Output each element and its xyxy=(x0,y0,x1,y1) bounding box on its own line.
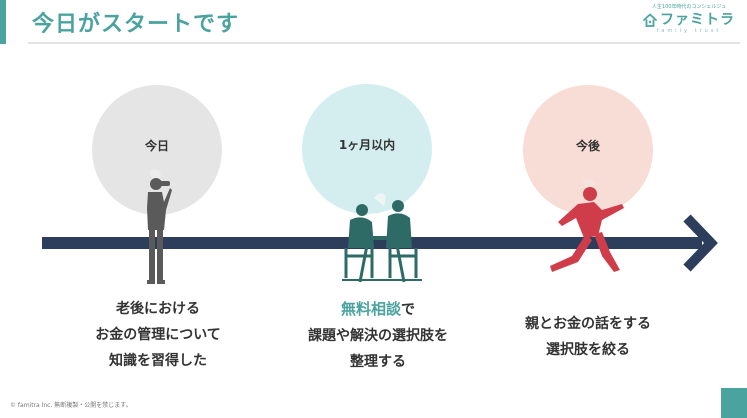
desc-line: 親とお金の話をする xyxy=(525,316,651,332)
free-consultation-highlight: 無料相談 xyxy=(340,300,401,318)
timeline-desc-within-month: 無料相談で 課題や解決の選択肢を 整理する xyxy=(290,296,466,375)
timeline-desc-today: 老後における お金の管理について 知識を習得した xyxy=(80,296,236,374)
timeline-label-within-month: 1ヶ月以内 xyxy=(338,138,396,152)
desc-line: 選択肢を絞る xyxy=(546,342,630,358)
desc-line: 老後における xyxy=(116,301,200,317)
timeline-circle-within-month: 1ヶ月以内 xyxy=(302,84,432,214)
logo-tagline: 人生100年時代のコンシェルジュ xyxy=(651,4,727,10)
desc-line: お金の管理について xyxy=(95,327,221,343)
header-accent-bar xyxy=(0,0,6,44)
page-title: 今日がスタートです xyxy=(32,12,240,37)
desc-line: 整理する xyxy=(350,354,406,370)
running-person-icon xyxy=(550,179,624,272)
brand-logo: 人生100年時代のコンシェルジュ ファミトラ family trust xyxy=(639,4,739,40)
timeline-label-today: 今日 xyxy=(144,139,169,153)
copyright-notice: © famitra Inc. 無断複製・公開を禁じます。 xyxy=(10,402,132,409)
logo-subname: family trust xyxy=(656,28,722,34)
desc-line: 知識を習得した xyxy=(109,353,207,369)
corner-accent xyxy=(721,388,747,418)
house-icon xyxy=(643,13,657,27)
consultation-meeting-icon xyxy=(342,193,422,283)
desc-line: 無料相談で xyxy=(290,296,466,323)
person-with-binoculars-icon xyxy=(147,169,172,284)
title-divider xyxy=(28,42,740,44)
timeline-label-future: 今後 xyxy=(575,139,600,153)
timeline-desc-future: 親とお金の話をする 選択肢を絞る xyxy=(500,311,676,363)
desc-line: 課題や解決の選択肢を xyxy=(308,328,448,344)
desc-accent-suffix: で xyxy=(401,302,415,318)
logo-name: ファミトラ xyxy=(660,12,735,28)
